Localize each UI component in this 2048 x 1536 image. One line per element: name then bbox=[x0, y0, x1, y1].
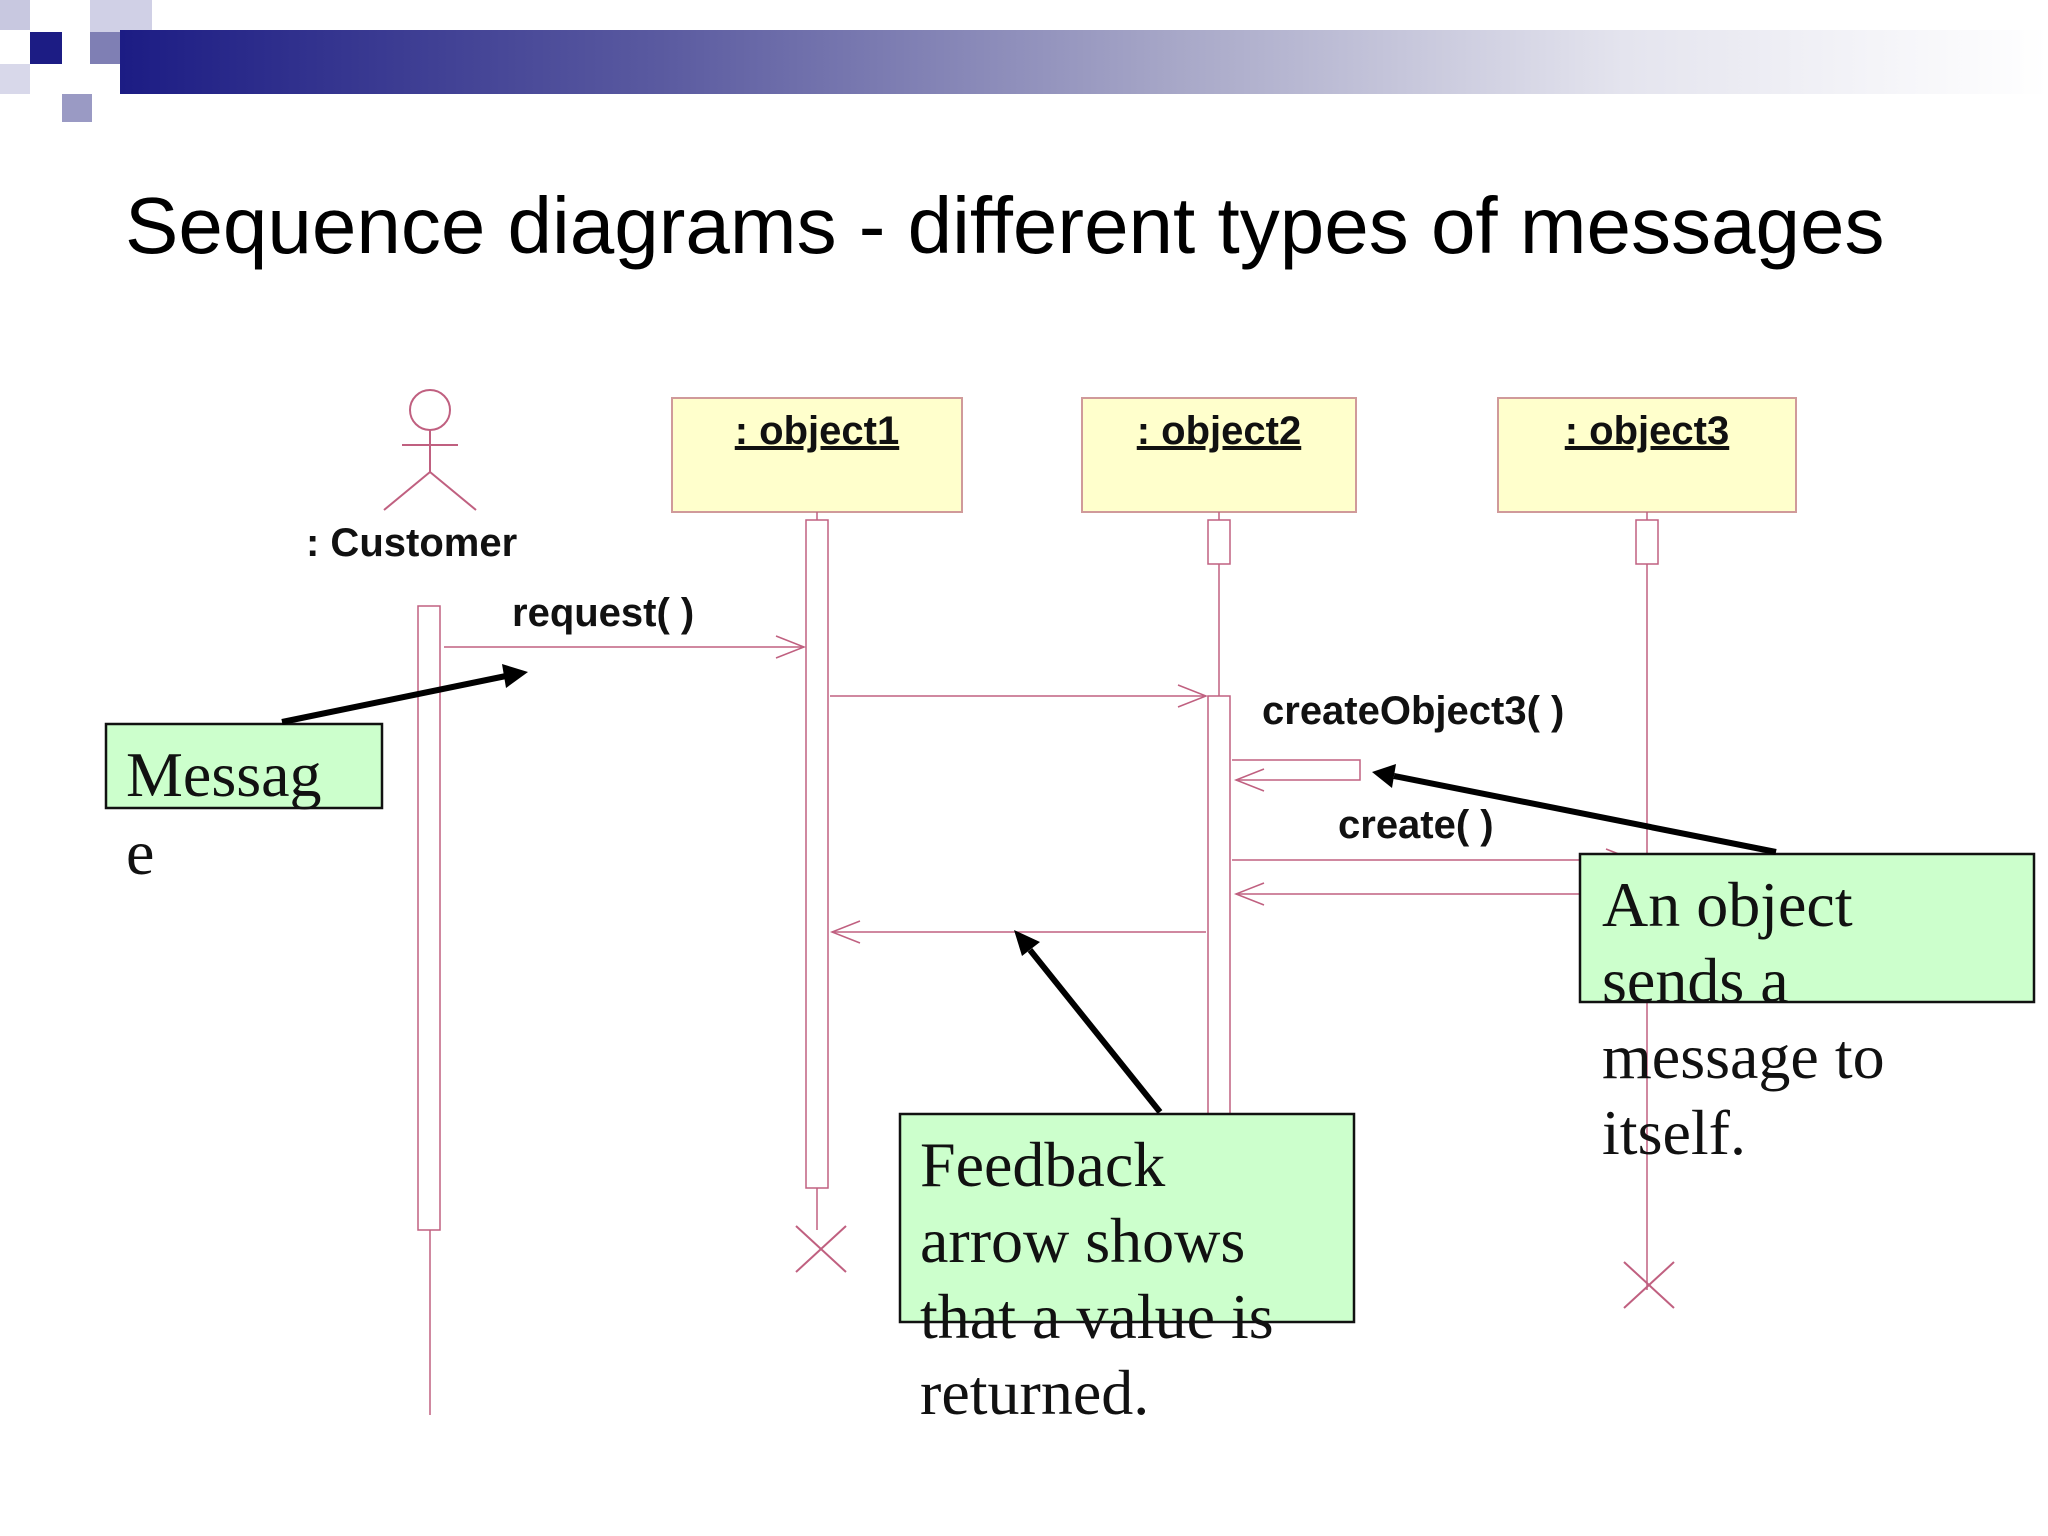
object2-activation-top bbox=[1207, 519, 1231, 565]
customer-actor bbox=[383, 389, 477, 511]
message-note-box bbox=[104, 722, 384, 810]
feedback-return-arrow bbox=[829, 920, 1206, 944]
object3-activation-top bbox=[1635, 519, 1659, 565]
slide-title: Sequence diagrams - different types of m… bbox=[125, 181, 1885, 270]
corner-square-dark bbox=[30, 32, 62, 64]
self-message-note-box bbox=[1578, 852, 2036, 1004]
request-message-arrow bbox=[444, 635, 807, 659]
object1-activation bbox=[805, 519, 829, 1189]
self-message-arrow bbox=[1232, 759, 1361, 792]
object3-destroy-mark bbox=[1623, 1261, 1675, 1309]
corner-square-light-4 bbox=[62, 94, 92, 122]
customer-label: : Customer bbox=[306, 521, 517, 565]
message-note-text: Messag e bbox=[126, 739, 338, 888]
corner-square-light-1 bbox=[0, 0, 30, 30]
object1-to-object2-arrow bbox=[830, 684, 1209, 708]
object2-box bbox=[1081, 397, 1357, 513]
customer-activation bbox=[417, 605, 441, 1231]
object2-label: : object2 bbox=[1137, 409, 1301, 453]
create-message-arrow bbox=[1232, 848, 1637, 872]
object1-destroy-mark bbox=[795, 1225, 847, 1273]
feedback-note-box bbox=[898, 1112, 1356, 1324]
self-message-note-text: An object sends a message to itself. bbox=[1602, 869, 1901, 1168]
feedback-pointer-arrow bbox=[1014, 930, 1163, 1114]
create-return-arrow bbox=[1233, 882, 1634, 906]
self-message-pointer-arrow bbox=[1372, 764, 1777, 855]
create-object3-message-label: createObject3( ) bbox=[1262, 689, 1564, 733]
corner-square-light-2 bbox=[90, 0, 152, 32]
object3-label: : object3 bbox=[1565, 409, 1729, 453]
title-banner-gradient bbox=[120, 30, 2048, 94]
create-message-label: create( ) bbox=[1338, 803, 1494, 847]
object2-activation-main bbox=[1207, 695, 1231, 1137]
request-message-label: request( ) bbox=[512, 591, 694, 635]
corner-square-light-3 bbox=[0, 64, 30, 94]
feedback-note-text: Feedback arrow shows that a value is ret… bbox=[920, 1129, 1290, 1428]
message-pointer-arrow bbox=[281, 664, 528, 725]
object1-label: : object1 bbox=[735, 409, 899, 453]
